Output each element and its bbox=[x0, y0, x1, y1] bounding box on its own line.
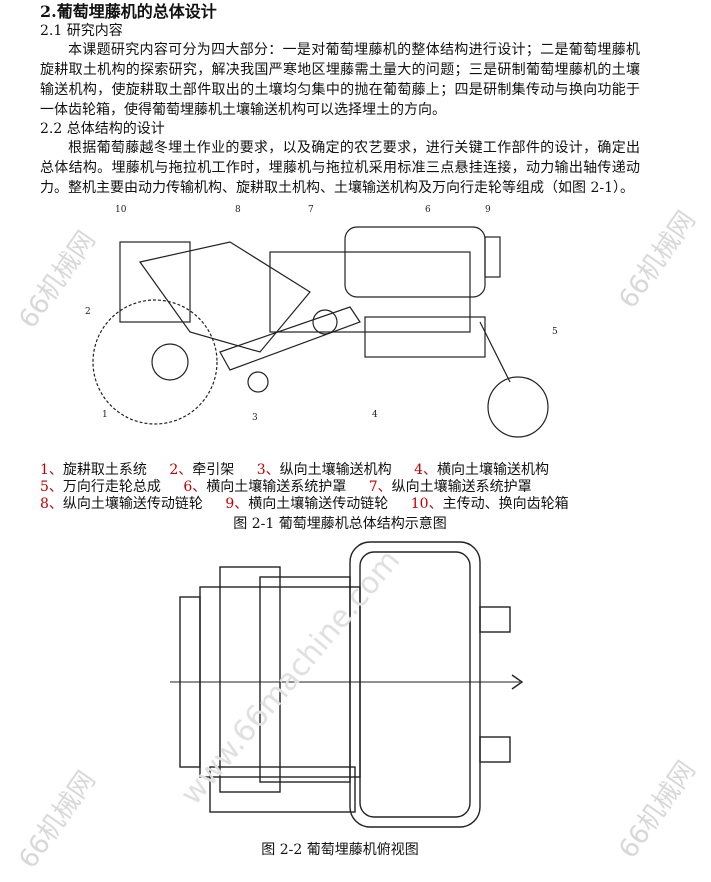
legend-item: 1、旋耕取土系统 bbox=[40, 462, 147, 478]
figure-2-1: 1 2 3 4 5 6 7 8 9 10 bbox=[40, 202, 640, 460]
fig1-label-9: 9 bbox=[485, 205, 491, 215]
fig1-label-10: 10 bbox=[115, 205, 127, 215]
legend-item: 9、横向土壤输送传动链轮 bbox=[225, 496, 389, 512]
figure-2-1-legend: 1、旋耕取土系统 2、牵引架 3、纵向土壤输送机构 4、横向土壤输送机构 5、万… bbox=[40, 462, 640, 513]
legend-item: 8、纵向土壤输送传动链轮 bbox=[40, 496, 203, 512]
figure-2-2 bbox=[40, 537, 640, 839]
legend-item: 5、万向行走轮总成 bbox=[40, 479, 161, 495]
legend-item: 6、横向土壤输送系统护罩 bbox=[183, 479, 347, 495]
fig1-label-3: 3 bbox=[252, 413, 258, 423]
figure-2-2-caption: 图 2-2 葡萄埋藤机俯视图 bbox=[261, 842, 419, 858]
legend-item: 3、纵向土壤输送机构 bbox=[256, 462, 392, 478]
figure-2-1-side-view: 1 2 3 4 5 6 7 8 9 10 bbox=[85, 205, 558, 438]
section-2-1-heading: 2.1 研究内容 bbox=[40, 23, 123, 39]
fig1-label-4: 4 bbox=[372, 410, 378, 420]
legend-item: 10、主传动、换向齿轮箱 bbox=[410, 496, 569, 512]
legend-item: 4、横向土壤输送机构 bbox=[414, 462, 550, 478]
section-2-1-body: 本课题研究内容可分为四大部分：一是对葡萄埋藤机的整体结构进行设计；二是葡萄埋藤机… bbox=[40, 42, 640, 118]
fig1-label-7: 7 bbox=[308, 205, 314, 215]
fig1-label-1: 1 bbox=[102, 410, 108, 420]
fig1-label-5: 5 bbox=[552, 327, 558, 337]
legend-item: 7、纵向土壤输送系统护罩 bbox=[368, 479, 532, 495]
figure-2-1-caption: 图 2-1 葡萄埋藤机总体结构示意图 bbox=[233, 516, 447, 532]
fig1-label-6: 6 bbox=[425, 205, 431, 215]
legend-item: 2、牵引架 bbox=[169, 462, 235, 478]
fig1-label-8: 8 bbox=[235, 205, 241, 215]
section-2-2-heading: 2.2 总体结构的设计 bbox=[40, 121, 165, 137]
fig1-label-2: 2 bbox=[85, 307, 91, 317]
section-2-2-body: 根据葡萄藤越冬埋土作业的要求，以及确定的农艺要求，进行关键工作部件的设计，确定出… bbox=[40, 140, 640, 196]
chapter-title: 2.葡萄埋藤机的总体设计 bbox=[40, 2, 217, 21]
figure-2-2-top-view bbox=[170, 541, 524, 828]
